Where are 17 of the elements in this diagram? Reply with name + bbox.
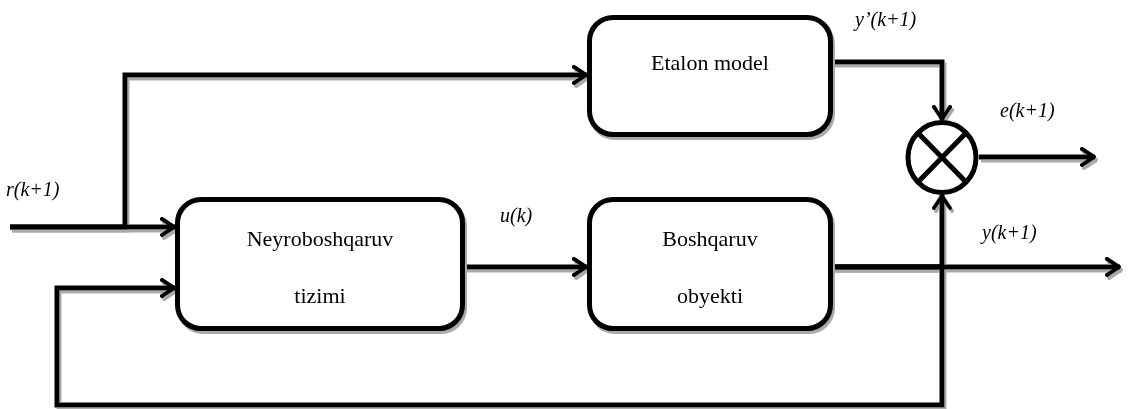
arrow: [979, 147, 1096, 167]
process-box: [175, 197, 465, 331]
process-box: [587, 15, 833, 137]
arrow: [465, 257, 588, 277]
arrow: [10, 65, 588, 230]
signal-label: y(k+1): [980, 221, 1039, 244]
process-box: [587, 197, 833, 331]
block-label: Neyroboshqaruv tizimi: [245, 225, 395, 311]
arrow: [833, 59, 952, 121]
block-label: Boshqaruv obyekti: [661, 225, 759, 311]
multiplier-circle: [905, 120, 979, 195]
signal-label: e(k+1): [998, 99, 1057, 122]
block-label: Etalon model: [650, 50, 770, 77]
signal-label: u(k): [498, 204, 535, 227]
arrow: [54, 264, 945, 408]
signal-label: y’(k+1): [853, 8, 919, 31]
signal-label: r(k+1): [4, 178, 62, 201]
